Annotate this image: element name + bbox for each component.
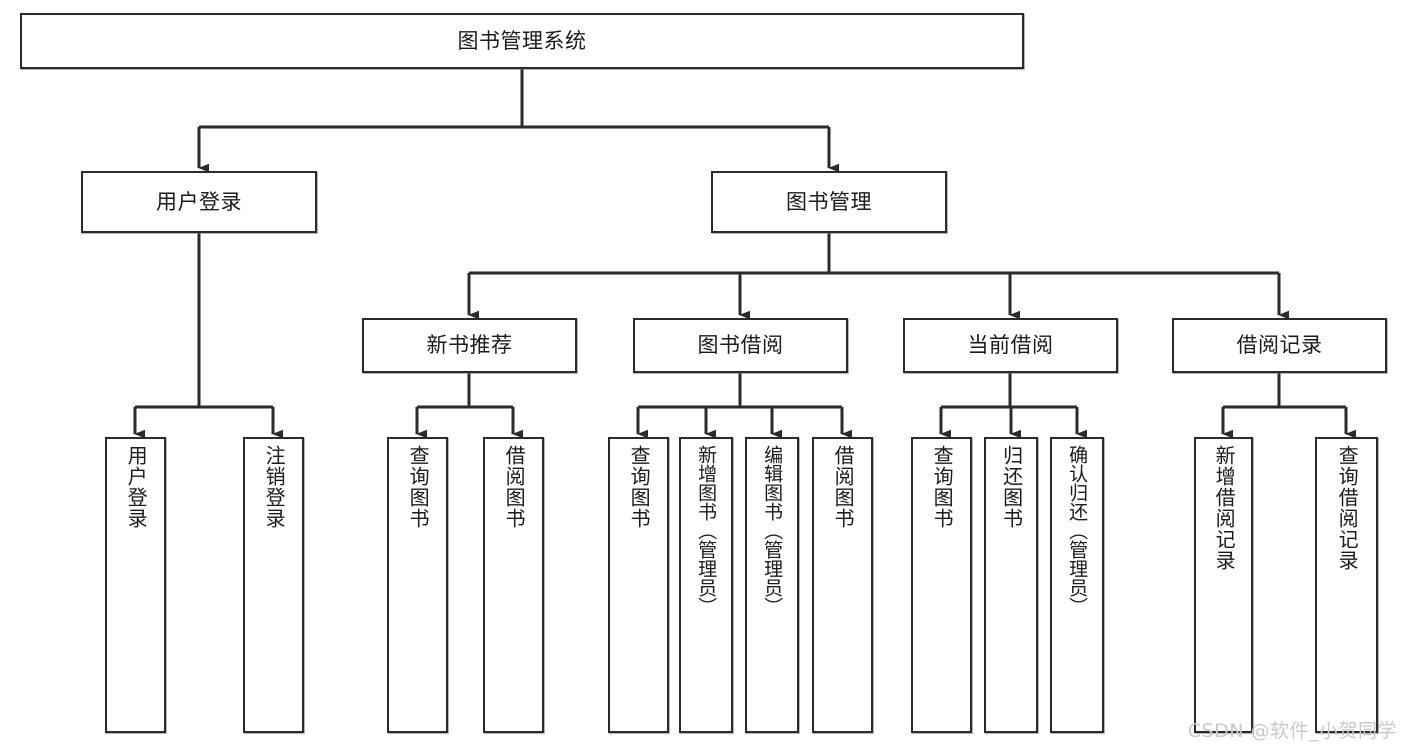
node-label-leaf-borrow-book-2: 借阅图书 bbox=[831, 445, 856, 529]
node-label-leaf-query-book-1: 查询图书 bbox=[406, 445, 431, 529]
node-label-new-book-recommend: 新书推荐 bbox=[426, 333, 513, 357]
node-label-leaf-query-book-3: 查询图书 bbox=[930, 445, 955, 529]
node-leaf-user-login[interactable]: 用户登录 bbox=[105, 437, 166, 733]
node-root-system[interactable]: 图书管理系统 bbox=[20, 13, 1024, 69]
node-leaf-add-book-admin[interactable]: 新增图书（管理员） bbox=[679, 437, 733, 733]
node-leaf-borrow-book-1[interactable]: 借阅图书 bbox=[483, 437, 544, 733]
node-leaf-query-book-2[interactable]: 查询图书 bbox=[608, 437, 669, 733]
node-leaf-return-book[interactable]: 归还图书 bbox=[984, 437, 1038, 733]
node-borrow-record[interactable]: 借阅记录 bbox=[1172, 318, 1387, 373]
node-label-leaf-return-book: 归还图书 bbox=[999, 445, 1024, 529]
node-label-leaf-confirm-return-admin: 确认归还（管理员） bbox=[1066, 445, 1089, 616]
node-leaf-add-borrow-record[interactable]: 新增借阅记录 bbox=[1194, 437, 1253, 733]
node-book-manage[interactable]: 图书管理 bbox=[711, 171, 947, 233]
node-leaf-query-borrow-record[interactable]: 查询借阅记录 bbox=[1315, 437, 1378, 733]
node-label-leaf-user-logout: 注销登录 bbox=[262, 445, 287, 529]
node-leaf-edit-book-admin[interactable]: 编辑图书（管理员） bbox=[745, 437, 799, 733]
node-book-borrow[interactable]: 图书借阅 bbox=[633, 318, 848, 373]
node-leaf-query-book-1[interactable]: 查询图书 bbox=[387, 437, 448, 733]
node-leaf-user-logout[interactable]: 注销登录 bbox=[243, 437, 304, 733]
node-label-leaf-add-borrow-record: 新增借阅记录 bbox=[1212, 445, 1237, 571]
node-label-current-borrow: 当前借阅 bbox=[967, 333, 1054, 357]
node-label-leaf-user-login: 用户登录 bbox=[124, 445, 149, 529]
node-label-borrow-record: 借阅记录 bbox=[1236, 333, 1323, 357]
node-label-leaf-query-book-2: 查询图书 bbox=[627, 445, 652, 529]
node-new-book-recommend[interactable]: 新书推荐 bbox=[362, 318, 577, 373]
node-leaf-borrow-book-2[interactable]: 借阅图书 bbox=[812, 437, 873, 733]
node-label-root: 图书管理系统 bbox=[457, 28, 587, 53]
node-current-borrow[interactable]: 当前借阅 bbox=[903, 318, 1118, 373]
node-label-user-login: 用户登录 bbox=[156, 189, 242, 214]
node-label-leaf-borrow-book-1: 借阅图书 bbox=[502, 445, 527, 529]
node-leaf-query-book-3[interactable]: 查询图书 bbox=[911, 437, 972, 733]
node-label-book-borrow: 图书借阅 bbox=[697, 333, 784, 357]
node-label-book-manage: 图书管理 bbox=[786, 189, 872, 214]
node-label-leaf-add-book-admin: 新增图书（管理员） bbox=[695, 445, 718, 616]
node-leaf-confirm-return-admin[interactable]: 确认归还（管理员） bbox=[1050, 437, 1104, 733]
watermark-credit: CSDN @软件_小贺同学 bbox=[1187, 720, 1397, 742]
node-label-leaf-edit-book-admin: 编辑图书（管理员） bbox=[761, 445, 784, 616]
node-label-leaf-query-borrow-record: 查询借阅记录 bbox=[1335, 445, 1360, 571]
node-user-login[interactable]: 用户登录 bbox=[81, 171, 317, 233]
